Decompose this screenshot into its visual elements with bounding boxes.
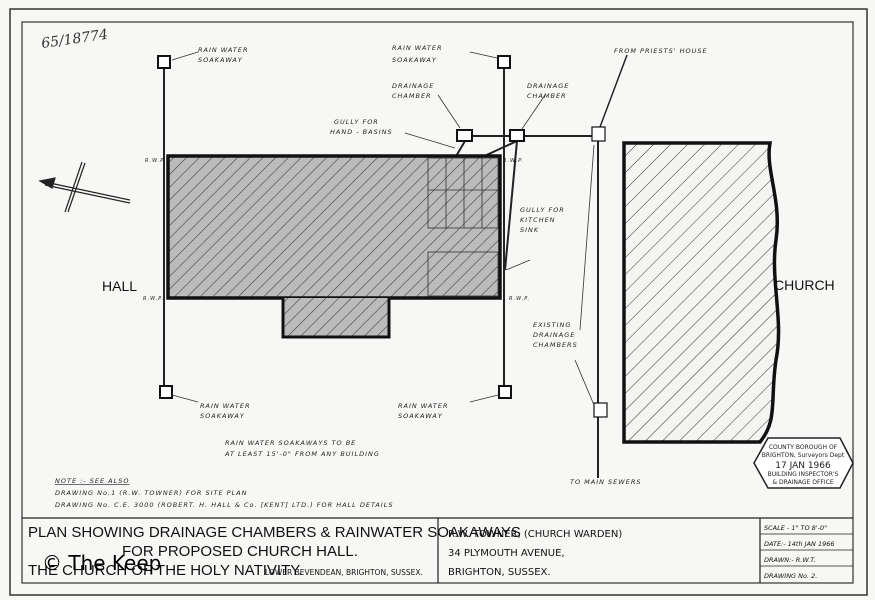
soakaway-sw: [159, 385, 173, 399]
label-soakaway-sw: RAIN WATER: [200, 402, 250, 410]
label-gully-kitchen-2: KITCHEN: [520, 216, 556, 224]
soakaway-note-2: AT LEAST 15'-0" FROM ANY BUILDING: [224, 450, 380, 458]
label-soakaway-sw-2: SOAKAWAY: [200, 412, 245, 420]
label-existing-2: DRAINAGE: [533, 331, 575, 339]
stamp-date: 17 JAN 1966: [775, 461, 831, 471]
soakaway-ne: [497, 55, 511, 69]
existing-chamber-1: [591, 126, 606, 142]
label-soakaway-se-2: SOAKAWAY: [398, 412, 443, 420]
drainage-chamber-1: [456, 129, 473, 142]
note-line-1: DRAWING No.1 (R.W. TOWNER) FOR SITE PLAN: [55, 489, 248, 497]
label-soakaway-nw: RAIN WATER: [198, 46, 248, 54]
chambers: [157, 55, 608, 418]
label-soakaway-se: RAIN WATER: [398, 402, 448, 410]
title-location: LOWER BEVENDEAN, BRIGHTON, SUSSEX.: [265, 568, 423, 577]
title-block: [22, 517, 853, 583]
date-text: DATE:- 14th JAN 1966: [764, 540, 835, 548]
label-from-priests: FROM PRIESTS' HOUSE: [614, 47, 708, 55]
north-arrow-icon: [38, 161, 131, 213]
label-chamber-1-2: CHAMBER: [392, 92, 432, 100]
drawing-number: DRAWING No. 2.: [764, 572, 817, 580]
label-gully-hand: GULLY FOR: [334, 118, 379, 126]
label-chamber-2: DRAINAGE: [527, 82, 569, 90]
soakaway-nw: [157, 55, 171, 69]
label-to-main-sewers: TO MAIN SEWERS: [570, 478, 641, 486]
approval-stamp: COUNTY BOROUGH OF BRIGHTON, Surveyors De…: [753, 437, 854, 489]
label-gully-kitchen: GULLY FOR: [520, 206, 565, 214]
label-existing-3: CHAMBERS: [533, 341, 578, 349]
label-gully-kitchen-3: SINK: [520, 226, 539, 234]
owner-name: R.W. TOWNER, (CHURCH WARDEN): [448, 529, 622, 540]
scale-text: SCALE - 1" TO 8'-0": [764, 524, 827, 532]
leader-lines: [171, 51, 595, 406]
title-line-2: FOR PROPOSED CHURCH HALL.: [122, 543, 358, 560]
existing-church: [622, 141, 781, 444]
outer-border: [9, 8, 868, 596]
title-line-1: PLAN SHOWING DRAINAGE CHAMBERS & RAINWAT…: [28, 524, 521, 541]
label-soakaway-ne: RAIN WATER: [392, 44, 442, 52]
label-rwp-ne: R.W.P.: [503, 158, 524, 164]
owner-address: 34 PLYMOUTH AVENUE,: [448, 548, 565, 559]
proposed-church-hall: [166, 154, 502, 339]
label-soakaway-ne-2: SOAKAWAY: [392, 56, 437, 64]
stamp-line-4: BUILDING INSPECTOR'S: [768, 471, 839, 478]
stamp-line-1: COUNTY BOROUGH OF: [769, 444, 838, 451]
label-hall: HALL: [102, 278, 137, 294]
label-soakaway-nw-2: SOAKAWAY: [198, 56, 243, 64]
drainage-chamber-2: [509, 129, 525, 142]
label-chamber-1: DRAINAGE: [392, 82, 434, 90]
title-line-3: THE CHURCH OF THE HOLY NATIVITY.: [28, 562, 302, 579]
label-rwp-se: R.W.P.: [509, 296, 530, 302]
label-rwp-sw: R.W.P.: [143, 296, 164, 302]
existing-chamber-2: [593, 402, 608, 418]
stamp-line-2: BRIGHTON, Surveyors Dept: [762, 452, 845, 459]
label-rwp-nw: R.W.P.: [145, 158, 166, 164]
soakaway-note: RAIN WATER SOAKAWAYS TO BE: [225, 439, 356, 447]
drawn-text: DRAWN:- R.W.T.: [764, 556, 816, 564]
stamp-line-5: & DRAINAGE OFFICE: [772, 479, 833, 486]
reference-number: 65/18774: [40, 27, 109, 52]
drainage-pipes: [163, 54, 628, 478]
label-chamber-2-2: CHAMBER: [527, 92, 567, 100]
note-title: NOTE :- SEE ALSO: [55, 477, 129, 485]
label-existing: EXISTING: [533, 321, 571, 329]
label-gully-hand-2: HAND - BASINS: [330, 128, 393, 136]
note-line-2: DRAWING No. C.E. 3000 (ROBERT. H. HALL &…: [55, 501, 393, 509]
owner-town: BRIGHTON, SUSSEX.: [448, 567, 551, 578]
soakaway-se: [498, 385, 512, 399]
watermark: © The Keep: [42, 551, 161, 575]
label-church: CHURCH: [774, 277, 835, 293]
